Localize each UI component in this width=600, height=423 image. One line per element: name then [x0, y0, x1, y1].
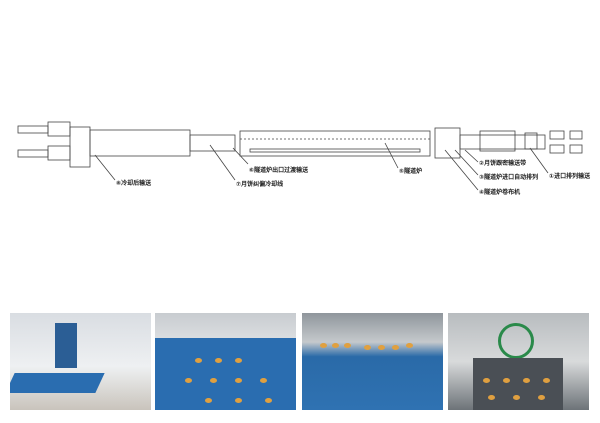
- photo-conveyor-racks: [10, 313, 151, 410]
- production-line-diagram: ⑧冷却后输送 ⑦月饼纠偏冷却线 ⑥隧道炉出口过渡输送 ⑤隧道炉 ②月饼跟密输送带…: [17, 121, 591, 196]
- label-3: ③隧道炉进口自动排列: [479, 173, 538, 181]
- photo-mooncakes-on-belt: [155, 313, 296, 410]
- label-5: ⑤隧道炉: [399, 167, 422, 175]
- photo-mooncakes-on-mesh-belt: [302, 313, 443, 410]
- cooling-line: [189, 134, 236, 152]
- label-7: ⑦月饼纠偏冷却线: [236, 180, 283, 188]
- label-2: ②月饼跟密输送带: [479, 159, 526, 167]
- label-1: ①进口排列输送: [549, 172, 591, 180]
- tunnel-oven: [239, 130, 431, 157]
- packaging-machines: [17, 121, 91, 168]
- label-4: ④隧道炉卷布机: [479, 188, 520, 196]
- photo-tunnel-oven-exit: [448, 313, 589, 410]
- cooling-conveyor-section: [89, 129, 191, 157]
- label-6: ⑥隧道炉出口过渡输送: [249, 166, 309, 174]
- label-8: ⑧冷却后输送: [116, 179, 152, 187]
- follow-conveyor: [459, 134, 546, 150]
